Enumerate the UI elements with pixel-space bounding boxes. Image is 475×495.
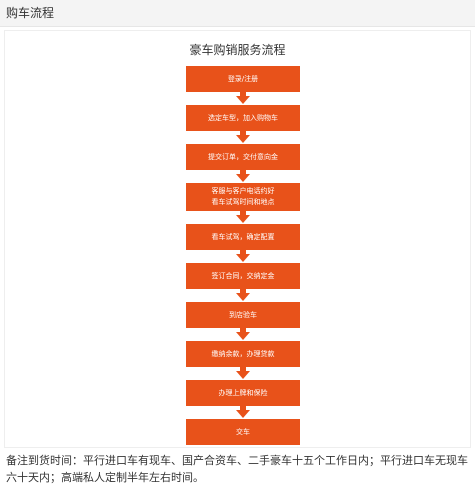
step-test-drive: 看车试驾，确定配置	[186, 224, 300, 250]
section-title: 购车流程	[6, 6, 55, 20]
step-label: 看车试驾，确定配置	[211, 232, 275, 241]
step-label: 选定车型，加入购物车	[208, 113, 278, 122]
step-label: 缴纳余款，办理贷款	[211, 349, 275, 358]
step-label: 客服与客户电话约好 看车试驾时间和地点	[211, 187, 275, 206]
step-login: 登录/注册	[186, 66, 300, 92]
step-pay-balance: 缴纳余款，办理贷款	[186, 341, 300, 367]
arrow-down-icon	[236, 168, 250, 182]
arrow-down-icon	[236, 287, 250, 301]
step-label: 登录/注册	[227, 74, 259, 83]
step-registration-insurance: 办理上牌和保险	[186, 380, 300, 406]
arrow-down-icon	[236, 365, 250, 379]
step-submit-order: 提交订单，交付意向金	[186, 144, 300, 170]
step-label: 到店验车	[229, 310, 257, 319]
arrow-down-icon	[236, 248, 250, 262]
arrow-down-icon	[236, 404, 250, 418]
step-select-model: 选定车型，加入购物车	[186, 105, 300, 131]
delivery-time-note: 备注到货时间：平行进口车有现车、国产合资车、二手豪车十五个工作日内；平行进口车无…	[6, 454, 468, 484]
step-label: 交车	[236, 427, 250, 436]
arrow-down-icon	[236, 209, 250, 223]
arrow-down-icon	[236, 326, 250, 340]
step-label: 办理上牌和保险	[218, 388, 268, 397]
step-schedule-test-drive: 客服与客户电话约好 看车试驾时间和地点	[186, 183, 300, 211]
step-inspect-car: 到店验车	[186, 302, 300, 328]
flow-title: 豪车购销服务流程	[189, 43, 286, 57]
arrow-down-icon	[236, 90, 250, 104]
section-header: 购车流程	[0, 0, 475, 27]
step-delivery: 交车	[186, 419, 300, 445]
step-label: 提交订单，交付意向金	[208, 152, 278, 161]
step-sign-contract: 签订合同，交纳定金	[186, 263, 300, 289]
step-label: 签订合同，交纳定金	[211, 271, 275, 280]
arrow-down-icon	[236, 129, 250, 143]
